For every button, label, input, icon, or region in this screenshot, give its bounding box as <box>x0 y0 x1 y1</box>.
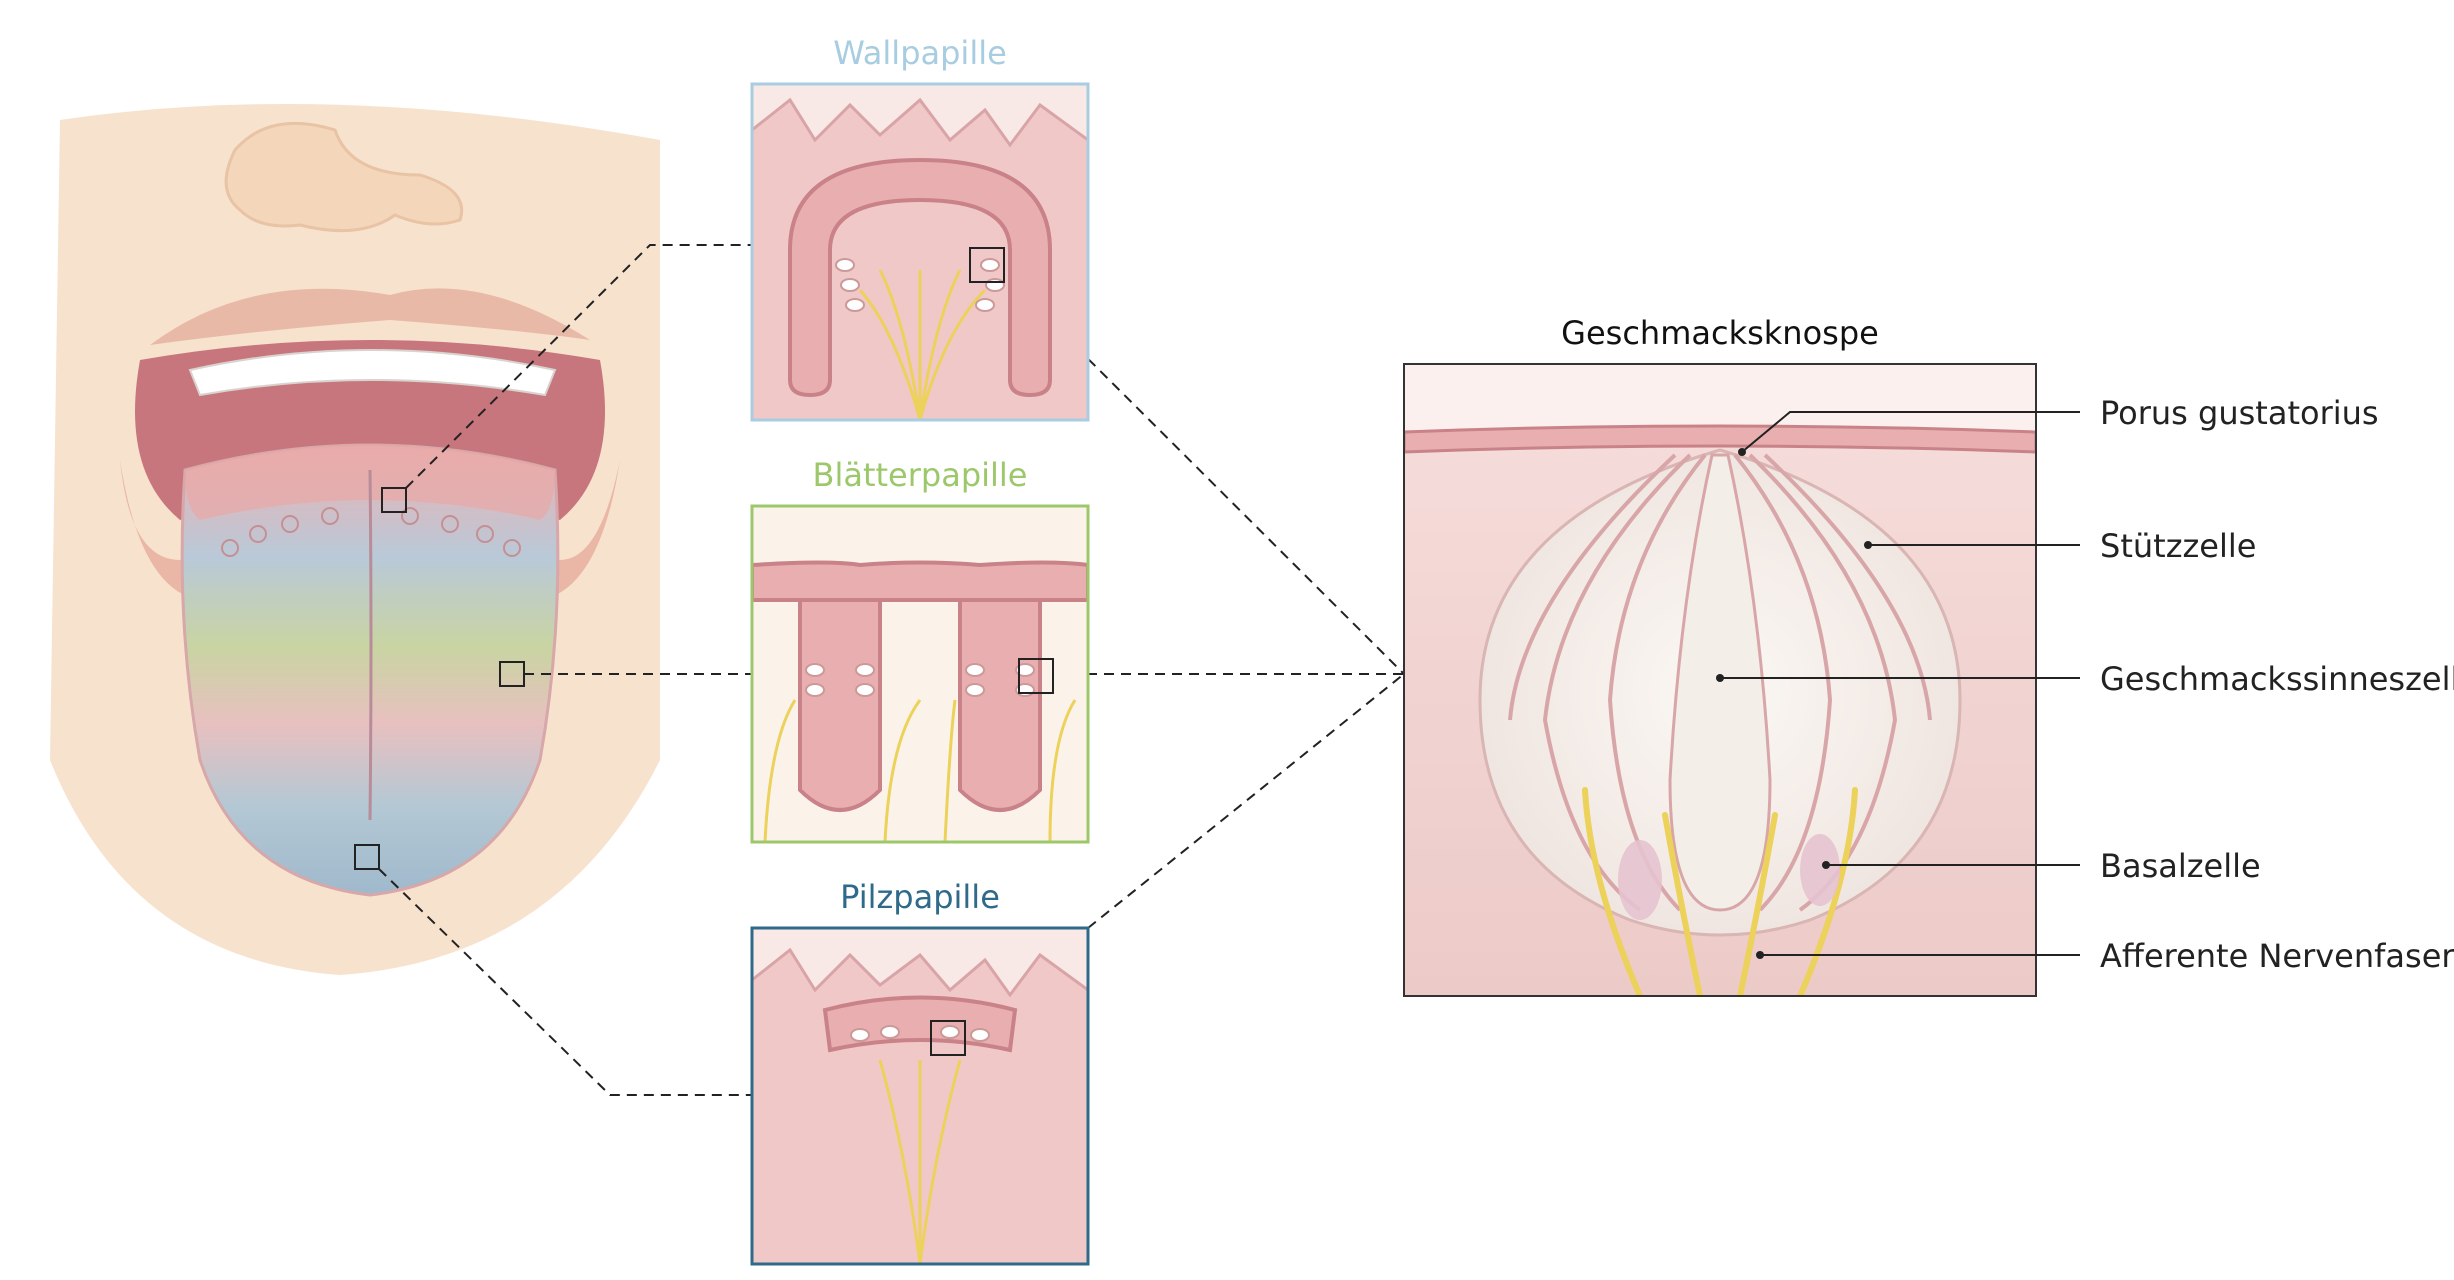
upper-teeth <box>188 349 557 397</box>
basal-cell-right <box>1800 834 1840 906</box>
panel-pilzpapille: Pilzpapille <box>750 878 1090 1266</box>
panel-blaetterpapille: Blätterpapille <box>750 456 1090 844</box>
basal-cell-left <box>1618 840 1662 920</box>
panel-geschmacksknospe: Geschmacksknospe <box>1403 314 2454 997</box>
median-groove <box>368 469 373 821</box>
sensory-cell <box>1668 453 1772 912</box>
panel-title-blaetterpapille: Blätterpapille <box>813 456 1028 494</box>
marker-pilz-detail <box>930 1020 966 1056</box>
face-illustration <box>50 104 660 975</box>
marker-blatt-detail <box>1018 658 1054 694</box>
panel-title-wallpapille: Wallpapille <box>833 34 1007 72</box>
panel-frame-wallpapille <box>750 82 1090 422</box>
panel-wallpapille: Wallpapille <box>750 34 1090 422</box>
marker-wallpapille <box>381 487 407 513</box>
bud-leader-lines <box>1720 411 2080 956</box>
panel-title-pilzpapille: Pilzpapille <box>840 878 1000 916</box>
nose <box>224 121 463 233</box>
vallate-papillae <box>221 507 521 557</box>
connector-wall <box>405 244 752 489</box>
label-porus-gustatorius: Porus gustatorius <box>2100 394 2379 432</box>
panel-frame-pilzpapille <box>750 926 1090 1266</box>
label-stuetzzelle: Stützzelle <box>2100 527 2256 565</box>
bud-frame <box>1403 363 2037 997</box>
upper-lip <box>150 288 590 345</box>
label-basalzelle: Basalzelle <box>2100 847 2261 885</box>
bud-title: Geschmacksknospe <box>1561 314 1879 352</box>
panel-frame-blaetterpapille <box>750 504 1090 844</box>
marker-pilzpapille <box>354 844 380 870</box>
label-geschmackssinneszelle: Geschmackssinneszelle <box>2100 660 2454 698</box>
marker-wall-detail <box>969 247 1005 283</box>
connector-pilz <box>378 868 752 1096</box>
label-afferente-nervenfaser: Afferente Nervenfaser <box>2100 937 2454 975</box>
